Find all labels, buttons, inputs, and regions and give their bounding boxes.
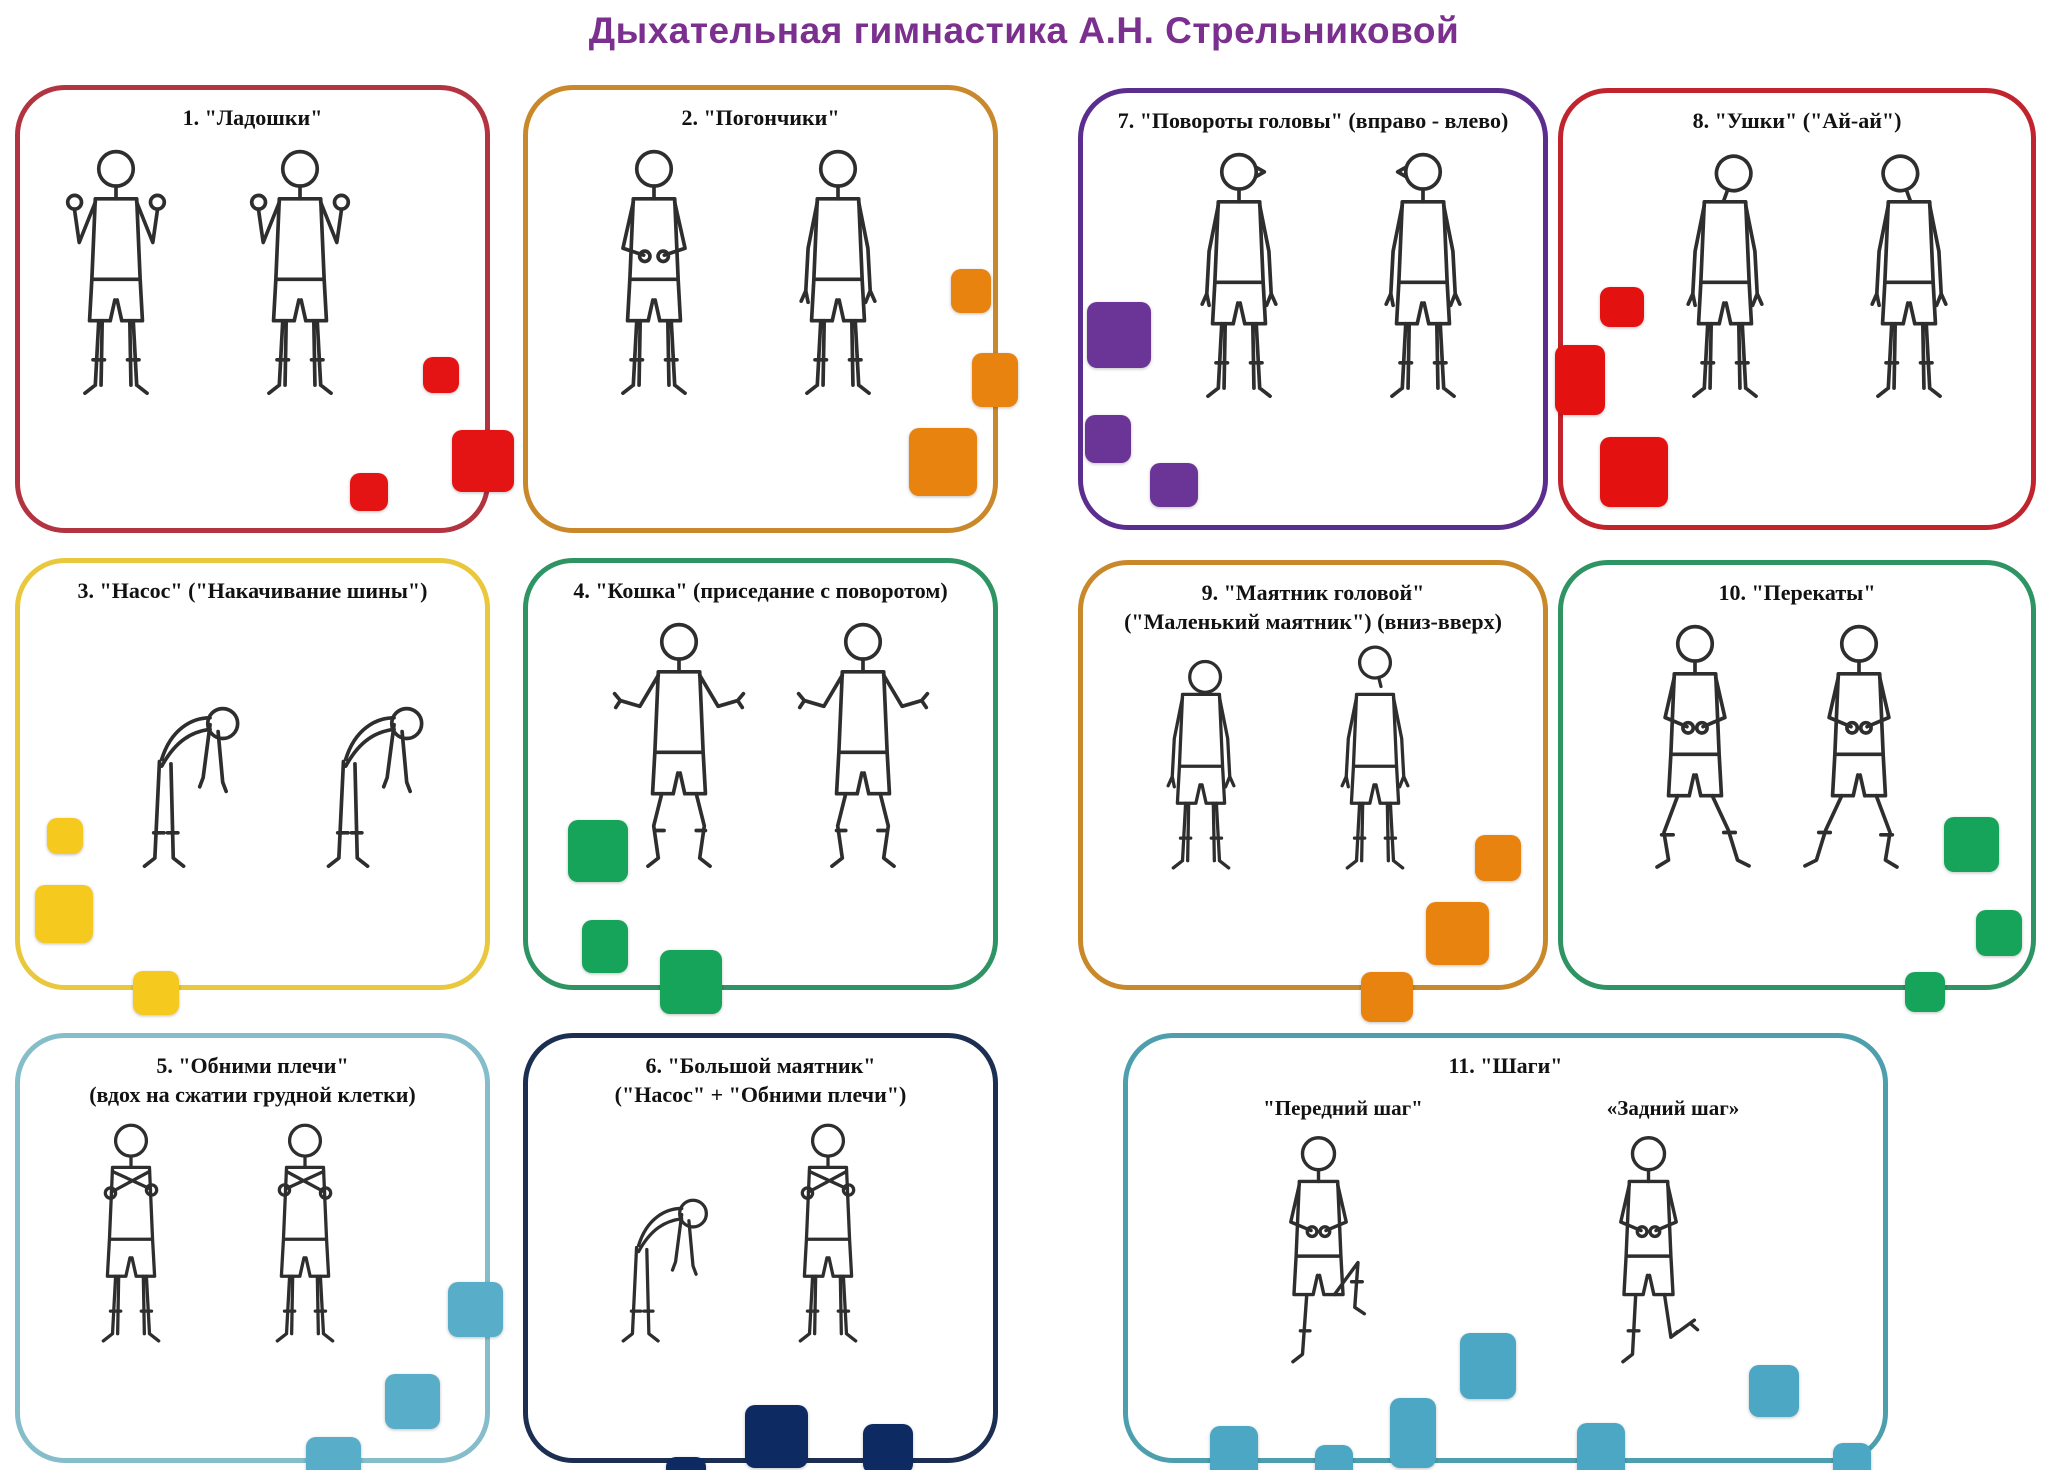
decor-square [972, 353, 1018, 407]
decor-square [863, 1424, 913, 1470]
panel-shagi: 11. "Шаги" "Передний шаг" «Задний шаг» [1123, 1033, 1888, 1470]
figures [1583, 142, 2048, 487]
figures [1101, 142, 1561, 487]
panel-ladoshki: 1. "Ладошки" [15, 85, 514, 533]
decor-square [1577, 1423, 1625, 1470]
exercise-figure [579, 139, 729, 484]
exercise-figure [235, 1114, 375, 1422]
panel-bolshoy-mayatnik: 6. "Большой маятник" ("Насос" + "Обними … [523, 1033, 998, 1470]
exercise-figure [1305, 641, 1445, 949]
decor-square [1749, 1365, 1799, 1417]
panel-title: 8. "Ушки" ("Ай-ай") [1692, 108, 1902, 133]
exercise-figure [1650, 142, 1800, 487]
panel-title: 7. "Повороты головы" (вправо - влево) [1117, 108, 1509, 133]
exercise-figure [142, 706, 239, 868]
exercise-figure [225, 139, 375, 484]
exercise-figure [763, 139, 913, 484]
exercise-figure [604, 612, 754, 957]
decor-square [1475, 835, 1521, 881]
front-step-label: "Передний шаг" [1263, 1096, 1423, 1120]
panel-title: 11. "Шаги" [1448, 1053, 1563, 1078]
exercise-figure [1164, 142, 1314, 487]
decor-square [350, 473, 388, 511]
decor-square [133, 971, 179, 1015]
figures [513, 139, 978, 484]
decor-square [745, 1405, 808, 1468]
exercise-figure [1131, 641, 1271, 949]
panel-title: 10. "Перекаты" [1718, 580, 1876, 605]
exercise-figure [1348, 142, 1498, 487]
decor-square [1976, 910, 2022, 956]
decor-square [582, 920, 628, 973]
panel-title: 3. "Насос" ("Накачивание шины") [77, 578, 428, 603]
decor-square [452, 430, 514, 492]
panel-title-line2: ("Насос" + "Обними плечи") [614, 1081, 907, 1107]
figures [38, 612, 503, 957]
decor-square [1833, 1443, 1871, 1470]
decor-square [1905, 972, 1945, 1012]
decor-square [423, 357, 459, 393]
decor-square [1150, 463, 1198, 507]
exercise-figure [1246, 1126, 1391, 1446]
decor-square [666, 1457, 706, 1470]
decor-square [1944, 817, 1999, 872]
decor-square [1390, 1398, 1436, 1468]
panel-nasos: 3. "Насос" ("Накачивание шины") [15, 558, 490, 1015]
decor-square [1361, 972, 1413, 1022]
exercise-figure [621, 1198, 708, 1343]
decor-square [1600, 287, 1644, 327]
panel-title-line2: (вдох на сжатии грудной клетки) [89, 1081, 416, 1107]
figures [0, 1114, 450, 1422]
decor-square [568, 820, 628, 882]
decor-square [47, 818, 83, 854]
exercise-figure [1620, 614, 1770, 959]
panel-title: 5. "Обними плечи" [156, 1053, 349, 1078]
page-title: Дыхательная гимнастика А.Н. Стрельниково… [588, 10, 1460, 51]
panel-title-line2: ("Маленький маятник") (вниз-вверх) [1124, 608, 1502, 634]
panel-title: 1. "Ладошки" [182, 105, 323, 130]
decor-square [909, 428, 977, 496]
decor-square [951, 269, 991, 313]
panel-title: 2. "Погончики" [681, 105, 840, 130]
panel-title: 6. "Большой маятник" [645, 1053, 876, 1078]
figures [538, 612, 1003, 957]
exercise-figure [1576, 1126, 1721, 1446]
exercise-figure [1784, 614, 1934, 959]
decor-square [1210, 1426, 1258, 1470]
decor-square [306, 1437, 361, 1470]
decor-square [1085, 415, 1131, 463]
exercise-figure [61, 1114, 201, 1422]
panel-obnimi-plechi: 5. "Обними плечи" (вдох на сжатии грудно… [15, 1033, 503, 1470]
panel-pogonchiki: 2. "Погончики" [523, 85, 1018, 533]
exercise-figure [326, 706, 423, 868]
panel-perekaty: 10. "Перекаты" [1558, 560, 2036, 1012]
panel-title: 4. "Кошка" (приседание с поворотом) [573, 578, 948, 603]
figures [1543, 614, 2011, 959]
decor-square [1460, 1333, 1516, 1399]
decor-square [1087, 302, 1151, 368]
exercise-figure [788, 612, 938, 957]
decor-square [1600, 437, 1668, 507]
panel-povoroty-golovy: 7. "Повороты головы" (вправо - влево) [1078, 88, 1548, 530]
decor-square [385, 1374, 440, 1429]
decor-square [1315, 1445, 1353, 1470]
decor-square [660, 950, 722, 1014]
figures [508, 1114, 973, 1422]
decor-square [448, 1282, 503, 1337]
panel-koshka: 4. "Кошка" (приседание с поворотом) [523, 558, 998, 1014]
exercise-figure [41, 139, 191, 484]
decor-square [1426, 902, 1489, 965]
exercise-figure [758, 1114, 898, 1422]
panel-mayatnik-golovoy: 9. "Маятник головой" ("Маленький маятник… [1078, 560, 1548, 1022]
figures [0, 139, 440, 484]
exercise-figure [1834, 142, 1984, 487]
decor-square [35, 885, 93, 943]
panel-title: 9. "Маятник головой" [1201, 580, 1425, 605]
decor-square [1555, 345, 1605, 415]
back-step-label: «Задний шаг» [1606, 1096, 1740, 1120]
panel-ushki: 8. "Ушки" ("Ай-ай") [1555, 88, 2036, 530]
